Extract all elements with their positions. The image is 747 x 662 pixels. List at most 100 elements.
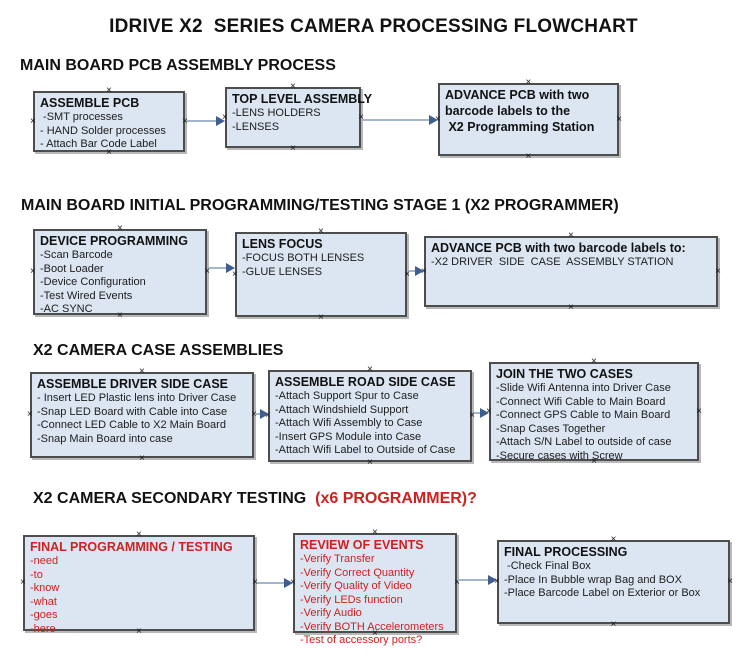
connector-arrow[interactable] xyxy=(458,575,497,585)
box-item: -what xyxy=(30,595,57,608)
connection-point-icon: × xyxy=(204,266,210,277)
flow-box-assemble-road-side-case[interactable]: ASSEMBLE ROAD SIDE CASE -Attach Support … xyxy=(265,364,475,468)
connector-arrow[interactable] xyxy=(474,408,489,418)
connection-point-icon: × xyxy=(30,115,36,127)
box-item: -Attach Windshield Support xyxy=(275,403,409,416)
flow-box-join-the-two-cases[interactable]: JOIN THE TWO CASES -Slide Wifi Antenna i… xyxy=(486,356,702,467)
connector-arrow[interactable] xyxy=(409,266,424,276)
flow-box-assemble-pcb[interactable]: ASSEMBLE PCB -SMT processes - HAND Solde… xyxy=(30,86,188,158)
box-item: -Place In Bubble wrap Bag and BOX xyxy=(504,573,682,586)
box-item: -goes xyxy=(30,609,58,621)
connector-arrow[interactable] xyxy=(209,263,235,273)
connector-arrow[interactable] xyxy=(187,116,225,126)
connector-arrow[interactable] xyxy=(363,115,438,125)
box-item: -LENS HOLDERS xyxy=(232,107,321,119)
connection-point-icon: × xyxy=(525,77,532,88)
box-item: -need xyxy=(30,555,59,567)
box-title: FINAL PROCESSING xyxy=(504,545,628,559)
connection-point-icon: × xyxy=(30,266,36,277)
box-item: -Verify LEDs function xyxy=(300,593,403,606)
connection-point-icon: × xyxy=(404,268,410,280)
section-heading-pcb-assembly: MAIN BOARD PCB ASSEMBLY PROCESS xyxy=(20,57,336,74)
box-item: -Scan Barcode xyxy=(40,249,113,261)
flow-box-top-level-assembly[interactable]: TOP LEVEL ASSEMBLY -LENS HOLDERS -LENSES… xyxy=(222,82,373,154)
connection-point-icon: × xyxy=(610,534,617,545)
box-item: -Connect LED Cable to X2 Main Board xyxy=(37,419,226,431)
connection-point-icon: × xyxy=(117,223,123,234)
box-item: -Verify BOTH Accelerometers xyxy=(300,620,444,633)
connection-point-icon: × xyxy=(136,529,142,540)
box-item: -Insert GPS Module into Case xyxy=(275,430,422,443)
flow-box-final-programming-testing[interactable]: FINAL PROGRAMMING / TESTING -need -to -k… xyxy=(20,529,258,637)
connection-point-icon: × xyxy=(568,302,574,313)
flow-box-advance-pcb-driver-side[interactable]: ADVANCE PCB with two barcode labels to: … xyxy=(421,231,721,313)
connection-point-icon: × xyxy=(591,356,597,367)
connection-point-icon: × xyxy=(715,265,721,277)
box-item: -Check Final Box xyxy=(504,560,591,572)
connection-point-icon: × xyxy=(616,113,622,125)
box-item: -know xyxy=(30,582,60,594)
box-title: TOP LEVEL ASSEMBLY xyxy=(232,92,373,106)
page-title: IDRIVE X2 SERIES CAMERA PROCESSING FLOWC… xyxy=(109,16,638,37)
box-title: ADVANCE PCB with two barcode labels to t… xyxy=(445,88,595,134)
flow-box-device-programming[interactable]: DEVICE PROGRAMMING -Scan Barcode -Boot L… xyxy=(30,223,210,321)
flow-box-lens-focus[interactable]: LENS FOCUS -FOCUS BOTH LENSES -GLUE LENS… xyxy=(232,227,410,323)
connection-point-icon: × xyxy=(20,577,26,588)
box-title: ADVANCE PCB with two barcode labels to: xyxy=(431,241,686,255)
flow-box-assemble-driver-side-case[interactable]: ASSEMBLE DRIVER SIDE CASE - Insert LED P… xyxy=(27,366,257,464)
connection-point-icon: × xyxy=(367,457,373,468)
box-item: -Connect GPS Cable to Main Board xyxy=(496,409,671,421)
box-title: LENS FOCUS xyxy=(242,237,323,251)
box-item: - Attach Bar Code Label xyxy=(40,138,157,150)
box-item: -FOCUS BOTH LENSES xyxy=(242,252,365,264)
box-title: DEVICE PROGRAMMING xyxy=(40,234,188,248)
section-heading-red-suffix: (x6 PROGRAMMER)? xyxy=(310,490,477,507)
flow-box-final-processing[interactable]: FINAL PROCESSING -Check Final Box -Place… xyxy=(494,534,733,630)
box-title: JOIN THE TWO CASES xyxy=(496,367,633,381)
box-title: FINAL PROGRAMMING / TESTING xyxy=(30,540,233,554)
box-item: -Secure cases with Screw xyxy=(496,449,623,462)
connection-point-icon: × xyxy=(696,405,702,417)
box-item: -Boot Loader xyxy=(40,262,104,275)
box-title: ASSEMBLE DRIVER SIDE CASE xyxy=(37,377,229,391)
box-item: -Test Wired Events xyxy=(40,289,133,302)
connection-point-icon: × xyxy=(290,143,296,154)
box-item: -Attach S/N Label to outside of case xyxy=(496,436,672,448)
connector-arrow[interactable] xyxy=(255,409,269,419)
box-item: -X2 DRIVER SIDE CASE ASSEMBLY STATION xyxy=(431,256,674,268)
connection-point-icon: × xyxy=(139,366,145,377)
box-item: -Verify Audio xyxy=(300,607,362,619)
connection-point-icon: × xyxy=(372,527,378,538)
box-item: -Device Configuration xyxy=(40,276,146,288)
section-heading-secondary-testing: X2 CAMERA SECONDARY TESTING (x6 PROGRAMM… xyxy=(33,490,477,508)
box-item: -SMT processes xyxy=(40,111,123,123)
section-heading-case-assemblies: X2 CAMERA CASE ASSEMBLIES xyxy=(33,342,284,359)
connector-arrow[interactable] xyxy=(257,578,293,588)
connection-point-icon: × xyxy=(367,364,373,375)
box-item: -Attach Wifi Label to Outside of Case xyxy=(275,444,456,456)
box-item: -Connect Wifi Cable to Main Board xyxy=(496,395,666,408)
box-item: -Snap LED Board with Cable into Case xyxy=(37,405,228,418)
flow-box-review-of-events[interactable]: REVIEW OF EVENTS -Verify Transfer -Verif… xyxy=(290,527,460,647)
box-item: -Attach Wifi Assembly to Case xyxy=(275,417,423,429)
box-title: REVIEW OF EVENTS xyxy=(300,538,424,552)
connection-point-icon: × xyxy=(27,409,33,420)
box-item: - Insert LED Plastic lens into Driver Ca… xyxy=(37,392,237,404)
box-item: -Verify Correct Quantity xyxy=(300,566,415,579)
box-item: -Place Barcode Label on Exterior or Box xyxy=(504,587,701,599)
box-title: ASSEMBLE PCB xyxy=(40,96,140,110)
box-item: -Snap Cases Together xyxy=(496,422,606,435)
section-heading-initial-programming: MAIN BOARD INITIAL PROGRAMMING/TESTING S… xyxy=(21,197,619,214)
connection-point-icon: × xyxy=(139,453,145,464)
flow-box-advance-pcb-programming-station[interactable]: ADVANCE PCB with two barcode labels to t… xyxy=(435,77,622,162)
box-item: -here xyxy=(30,622,56,635)
box-item: -Verify Quality of Video xyxy=(300,580,412,592)
box-item: -GLUE LENSES xyxy=(242,265,323,278)
box-item: -to xyxy=(30,568,43,581)
box-item: -LENSES xyxy=(232,120,280,133)
section-heading-text: X2 CAMERA SECONDARY TESTING xyxy=(33,490,311,507)
box-item: -Slide Wifi Antenna into Driver Case xyxy=(496,382,671,394)
connection-point-icon: × xyxy=(318,312,324,323)
box-item: -Verify Transfer xyxy=(300,553,375,565)
